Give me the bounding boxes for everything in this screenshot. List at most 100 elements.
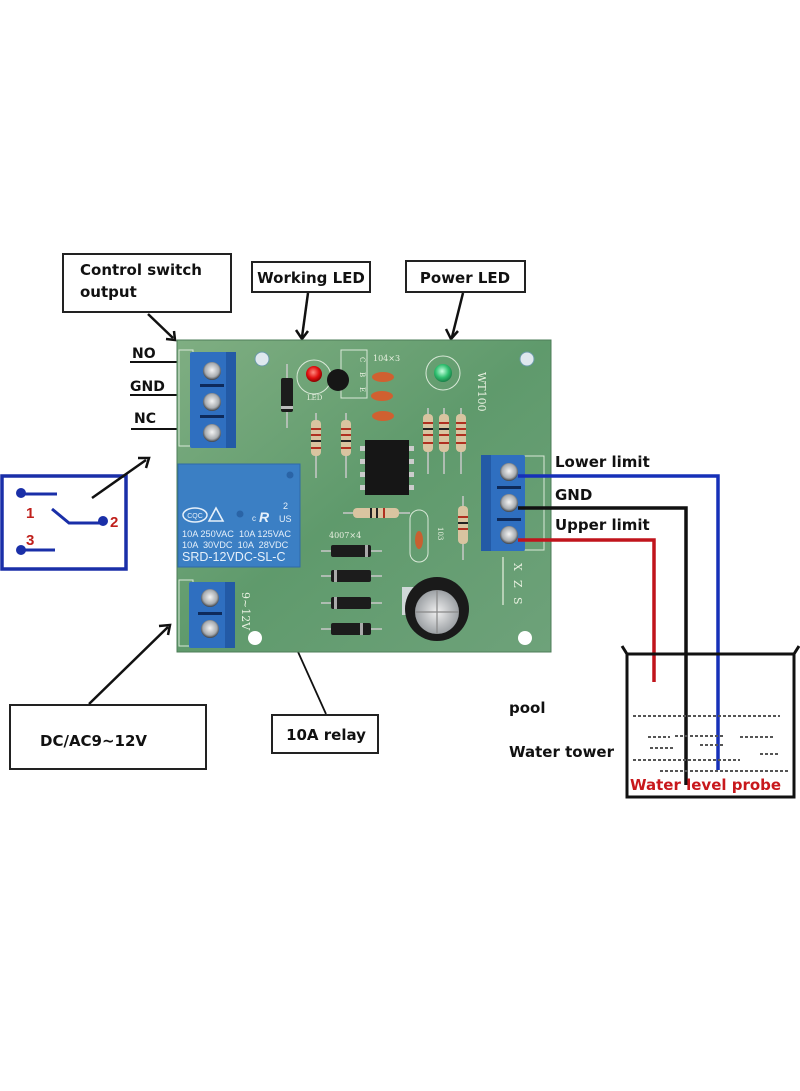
pin-b: B xyxy=(358,372,366,377)
electrolytic-capacitor xyxy=(402,577,469,641)
callout-text: Power LED xyxy=(420,269,510,287)
pin2-label: 2 xyxy=(110,514,118,531)
cert-num: 2 xyxy=(283,501,288,511)
screw-power-1[interactable] xyxy=(201,589,219,607)
pin-c: C xyxy=(358,357,366,362)
callout-power-led: Power LED xyxy=(405,260,526,342)
cert-us: US xyxy=(279,514,292,524)
divider xyxy=(200,384,224,387)
label-upper-limit: Upper limit xyxy=(555,516,650,534)
callout-text-line2: output xyxy=(80,283,137,301)
resistor xyxy=(456,408,466,474)
screw-lower-limit[interactable] xyxy=(500,463,518,481)
relay-rating-2: 10A 30VDC 10A 28VDC xyxy=(182,540,289,550)
water-tank: Water level probe xyxy=(620,645,800,799)
pin-e: E xyxy=(358,387,366,392)
arrow-head xyxy=(294,329,309,342)
divider xyxy=(200,415,224,418)
arrow-line xyxy=(88,626,169,705)
callout-working-led: Working LED xyxy=(251,261,371,342)
callout-text: 10A relay xyxy=(286,726,366,744)
screw-upper-limit[interactable] xyxy=(500,526,518,544)
resistor xyxy=(341,413,351,478)
probe-terminal-labels: Lower limit GND Upper limit xyxy=(555,453,650,534)
ceramic-cap xyxy=(372,372,394,382)
relay-schematic: 1 2 3 xyxy=(0,456,151,571)
callout-box xyxy=(251,261,371,293)
silk-power: 9~12V xyxy=(239,592,252,631)
mounting-hole xyxy=(248,631,262,645)
transistor-body xyxy=(327,369,349,391)
mounting-hole xyxy=(518,631,532,645)
arrow-line xyxy=(450,292,465,338)
relay-component: CQC c R 2 US 10A 250VAC 10A 125VAC 10A 3… xyxy=(177,463,301,568)
relay-dot xyxy=(236,510,244,518)
callout-relay: 10A relay xyxy=(257,562,379,754)
relay-dot xyxy=(286,471,294,479)
arrow-line xyxy=(300,292,310,338)
board-name: WT100 xyxy=(475,372,488,412)
pin1-label: 1 xyxy=(26,505,34,522)
label-gnd: GND xyxy=(555,486,592,504)
resistor xyxy=(439,408,449,474)
cap-code: 103 xyxy=(436,527,444,540)
pin3-label: 3 xyxy=(26,532,34,549)
terminal-side xyxy=(225,582,235,648)
resistor xyxy=(311,413,321,478)
schematic-arrow-line xyxy=(91,458,147,500)
tank-outline xyxy=(620,645,800,799)
diode xyxy=(321,597,382,609)
diode xyxy=(321,623,382,635)
wire-lower-limit xyxy=(518,474,720,770)
arrow-head xyxy=(165,330,177,342)
cert-c: c xyxy=(252,514,256,523)
label-gnd: GND xyxy=(130,379,165,395)
ceramic-cap xyxy=(415,531,423,549)
power-terminal-block: 9~12V xyxy=(178,579,252,648)
callout-power-input: DC/AC9~12V xyxy=(9,623,207,770)
pcb-board: 9~12V CQC c R 2 US 10A 250VAC 10A 125VAC… xyxy=(176,339,552,653)
output-terminal-labels: NO GND NC xyxy=(130,346,178,430)
arrow-head xyxy=(158,623,172,636)
wire-upper-limit xyxy=(518,538,656,682)
screw-no[interactable] xyxy=(203,362,221,380)
diode-band xyxy=(281,406,293,409)
relay-model: SRD-12VDC-SL-C xyxy=(182,550,286,564)
screw-nc[interactable] xyxy=(203,424,221,442)
label-water-tower: Water tower xyxy=(509,743,615,761)
callout-text: DC/AC9~12V xyxy=(40,732,147,750)
silk-x: X xyxy=(511,563,524,571)
cqc-logo xyxy=(182,507,208,523)
screw-gnd[interactable] xyxy=(203,393,221,411)
output-terminal-block xyxy=(178,349,236,448)
callout-box xyxy=(405,260,526,293)
power-led xyxy=(425,355,461,391)
label-nc: NC xyxy=(134,411,156,427)
ic-body xyxy=(365,440,409,495)
callout-text: Working LED xyxy=(257,269,365,287)
ul-logo-icon: R xyxy=(259,509,270,525)
callout-box xyxy=(271,714,379,754)
screw-gnd[interactable] xyxy=(500,494,518,512)
cap-103: 103 xyxy=(409,509,444,563)
cqc-text: CQC xyxy=(187,513,203,520)
divider xyxy=(198,612,222,615)
label-no: NO xyxy=(132,346,156,362)
diode xyxy=(321,570,382,582)
cap-silk-label: 104×3 xyxy=(373,354,400,363)
terminal-side xyxy=(481,455,491,551)
schematic-arrow-head xyxy=(138,456,151,469)
diode-silk-label: 4007×4 xyxy=(329,531,361,540)
callout-control-switch-output: Control switch output xyxy=(62,253,232,342)
probe-wires xyxy=(518,474,720,785)
silk-z: Z xyxy=(511,580,524,588)
diode-vertical xyxy=(281,364,293,428)
callout-text-line1: Control switch xyxy=(80,261,202,279)
screw-power-2[interactable] xyxy=(201,620,219,638)
arrow-head xyxy=(444,328,459,342)
working-led: LED xyxy=(296,359,332,402)
label-lower-limit: Lower limit xyxy=(555,453,650,471)
divider xyxy=(497,518,521,521)
diode-body xyxy=(281,378,293,412)
